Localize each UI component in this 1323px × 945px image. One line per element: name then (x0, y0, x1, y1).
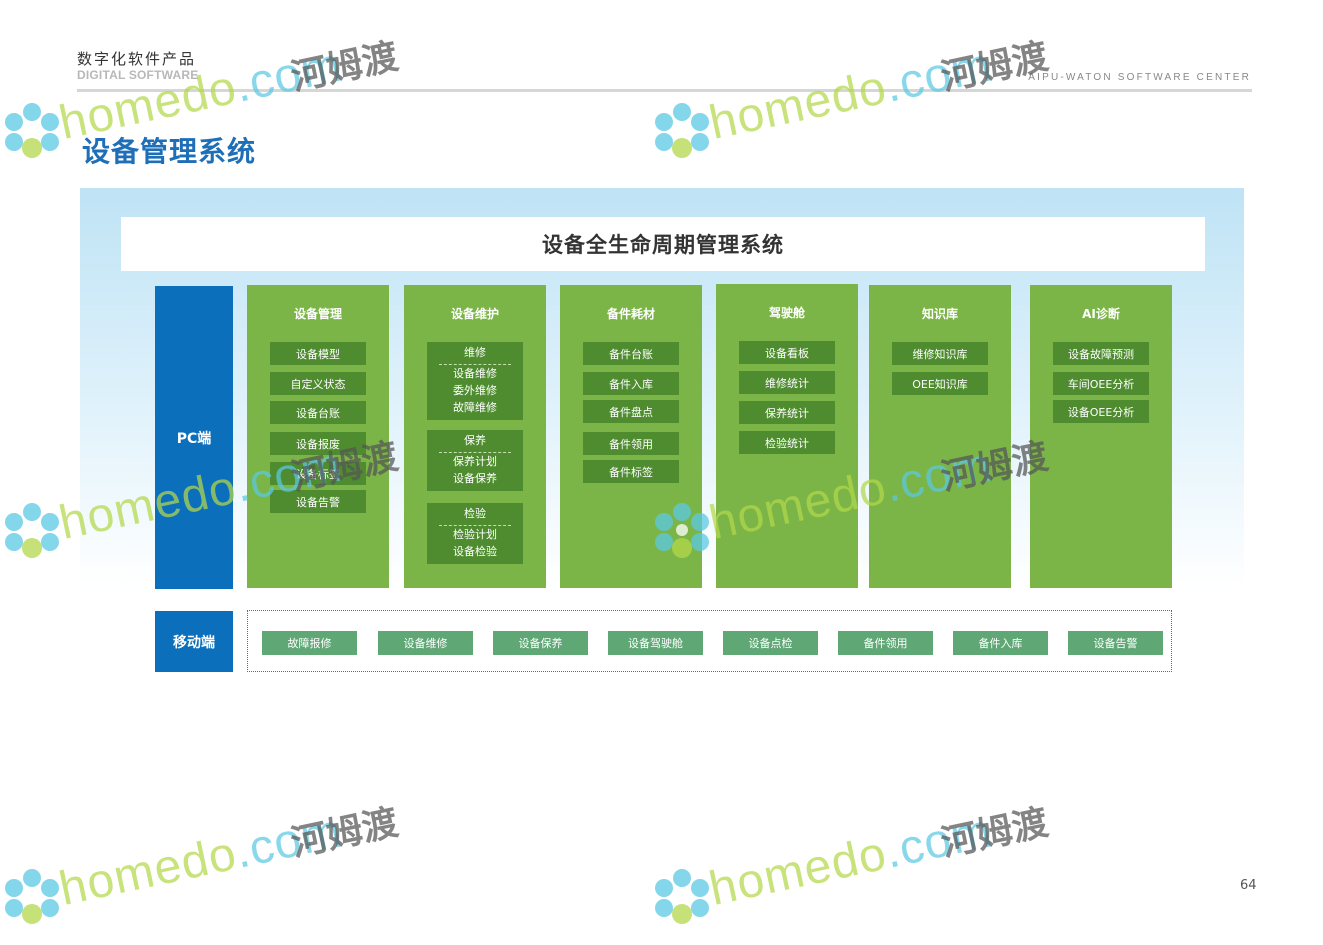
group-divider (439, 364, 511, 365)
watermark: homedo.com 河姆渡 (650, 36, 1130, 176)
mobile-modules-box (247, 610, 1172, 672)
mobile-item[interactable]: 备件入库 (953, 631, 1048, 655)
module-column-ai-diagnosis: AI诊断 设备故障预测 车间OEE分析 设备OEE分析 (1030, 285, 1172, 588)
module-item[interactable]: 车间OEE分析 (1053, 372, 1149, 395)
module-item[interactable]: 维修统计 (739, 371, 835, 394)
watermark-domain: homedo.com (704, 804, 997, 917)
header-title: 数字化软件产品 (77, 50, 197, 68)
system-banner: 设备全生命周期管理系统 (121, 217, 1205, 271)
module-item[interactable]: OEE知识库 (892, 372, 988, 395)
watermark: homedo.com 河姆渡 (650, 802, 1130, 942)
group-line: 设备维修 (453, 367, 497, 380)
module-item[interactable]: 备件领用 (583, 432, 679, 455)
maintenance-group-inspection[interactable]: 检验 检验计划 设备检验 (427, 503, 523, 564)
page-title: 设备管理系统 (82, 135, 257, 168)
group-divider (439, 525, 511, 526)
module-item[interactable]: 设备告警 (270, 490, 366, 513)
module-item[interactable]: 保养统计 (739, 401, 835, 424)
watermark-domain: homedo.com (54, 804, 347, 917)
module-item[interactable]: 维修知识库 (892, 342, 988, 365)
module-item[interactable]: 设备模型 (270, 342, 366, 365)
watermark-chinese: 河姆渡 (937, 802, 1052, 865)
mobile-item[interactable]: 设备点检 (723, 631, 818, 655)
header-divider (77, 89, 1252, 92)
group-heading: 检验 (464, 507, 486, 520)
mobile-label: 移动端 (155, 611, 233, 672)
mobile-item[interactable]: 故障报修 (262, 631, 357, 655)
mobile-item[interactable]: 备件领用 (838, 631, 933, 655)
module-title: 驾驶舱 (768, 306, 805, 320)
pc-label: PC端 (155, 286, 233, 589)
group-line: 设备检验 (453, 545, 497, 558)
flower-logo-icon (5, 503, 59, 558)
module-column-spare-parts: 备件耗材 备件台账 备件入库 备件盘点 备件领用 备件标签 (560, 285, 702, 588)
group-divider (439, 452, 511, 453)
module-item[interactable]: 备件标签 (583, 460, 679, 483)
module-item[interactable]: 自定义状态 (270, 372, 366, 395)
group-line: 保养计划 (453, 455, 497, 468)
module-item[interactable]: 检验统计 (739, 431, 835, 454)
watermark-chinese: 河姆渡 (287, 802, 402, 865)
watermark-domain: homedo.com (704, 38, 997, 151)
group-line: 检验计划 (453, 528, 497, 541)
group-line: 故障维修 (453, 401, 497, 414)
maintenance-group-upkeep[interactable]: 保养 保养计划 设备保养 (427, 430, 523, 491)
maintenance-group-repair[interactable]: 维修 设备维修 委外维修 故障维修 (427, 342, 523, 420)
group-line: 设备保养 (453, 472, 497, 485)
page-number: 64 (1240, 878, 1257, 893)
watermark: homedo.com 河姆渡 (0, 802, 480, 942)
module-title: 备件耗材 (606, 307, 655, 321)
module-column-cockpit: 驾驶舱 设备看板 维修统计 保养统计 检验统计 (716, 284, 858, 588)
module-item[interactable]: 设备标签 (270, 462, 366, 485)
group-heading: 维修 (464, 346, 486, 359)
group-heading: 保养 (464, 434, 486, 447)
module-column-equipment-management: 设备管理 设备模型 自定义状态 设备台账 设备报废 设备标签 设备告警 (247, 285, 389, 588)
module-title: 知识库 (921, 307, 958, 321)
flower-logo-icon (5, 869, 59, 924)
flower-logo-icon (5, 103, 59, 158)
module-item[interactable]: 设备报废 (270, 432, 366, 455)
module-item[interactable]: 设备台账 (270, 401, 366, 424)
flower-logo-icon (655, 103, 709, 158)
mobile-item[interactable]: 设备维修 (378, 631, 473, 655)
module-item[interactable]: 设备故障预测 (1053, 342, 1149, 365)
module-item[interactable]: 设备看板 (739, 341, 835, 364)
module-item[interactable]: 备件盘点 (583, 400, 679, 423)
flower-logo-icon (655, 869, 709, 924)
mobile-item[interactable]: 设备告警 (1068, 631, 1163, 655)
module-item[interactable]: 设备OEE分析 (1053, 400, 1149, 423)
module-item[interactable]: 备件台账 (583, 342, 679, 365)
module-column-knowledge-base: 知识库 维修知识库 OEE知识库 (869, 285, 1011, 588)
mobile-item[interactable]: 设备保养 (493, 631, 588, 655)
module-title: AI诊断 (1082, 307, 1120, 321)
group-line: 委外维修 (453, 384, 497, 397)
mobile-item[interactable]: 设备驾驶舱 (608, 631, 703, 655)
header-right-text: AIPU-WATON SOFTWARE CENTER (1028, 72, 1251, 83)
module-column-equipment-maintenance: 设备维护 维修 设备维修 委外维修 故障维修 保养 保养计划 设备保养 检验 检… (404, 285, 546, 588)
module-title: 设备维护 (450, 307, 499, 321)
module-item[interactable]: 备件入库 (583, 372, 679, 395)
header-subtitle: DIGITAL SOFTWARE (77, 68, 199, 82)
module-title: 设备管理 (293, 307, 342, 321)
